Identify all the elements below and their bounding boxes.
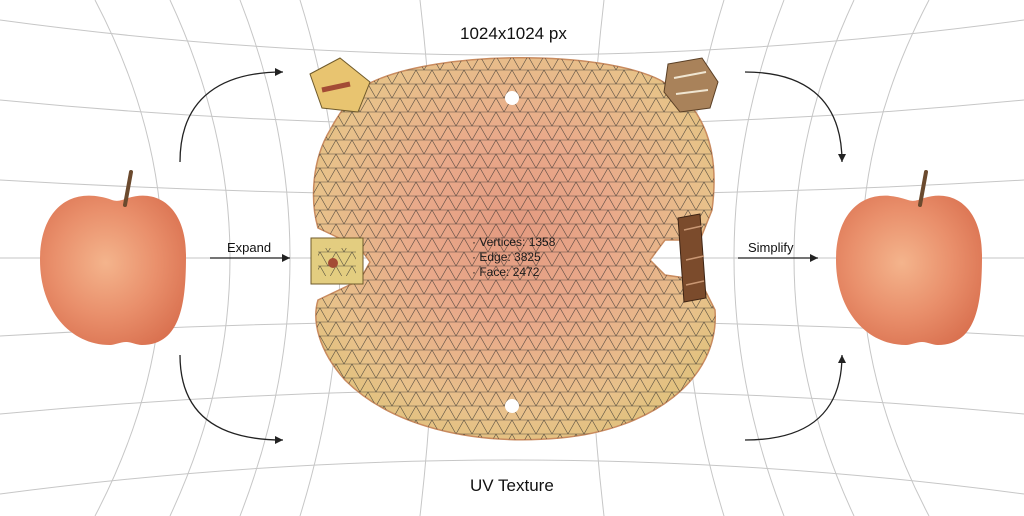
stat-edge: Edge: 3825 [472, 250, 555, 265]
arrow-down-left [179, 354, 284, 441]
stat-vertices: Vertices: 1358 [472, 235, 555, 250]
uv-island [677, 213, 707, 303]
expand-label: Expand [227, 240, 272, 255]
mesh-stats: Vertices: 1358 Edge: 3825 Face: 2472 [472, 235, 555, 280]
apple-icon [40, 170, 186, 345]
uv-island [310, 237, 364, 285]
uv-texture-title: UV Texture [470, 476, 554, 495]
simplify-label: Simplify [748, 240, 794, 255]
mesh-hole [505, 91, 519, 105]
arrow-up-right [744, 71, 843, 163]
resolution-label: 1024x1024 px [460, 24, 567, 43]
arrow-down-right [744, 354, 843, 441]
arrow-up-left [179, 71, 284, 163]
mesh-hole [505, 399, 519, 413]
apple-icon [836, 170, 982, 345]
arrowheads [275, 68, 846, 444]
arrows [179, 71, 843, 441]
uv-island [309, 57, 371, 113]
stat-face: Face: 2472 [472, 265, 555, 280]
uv-island [663, 57, 719, 113]
